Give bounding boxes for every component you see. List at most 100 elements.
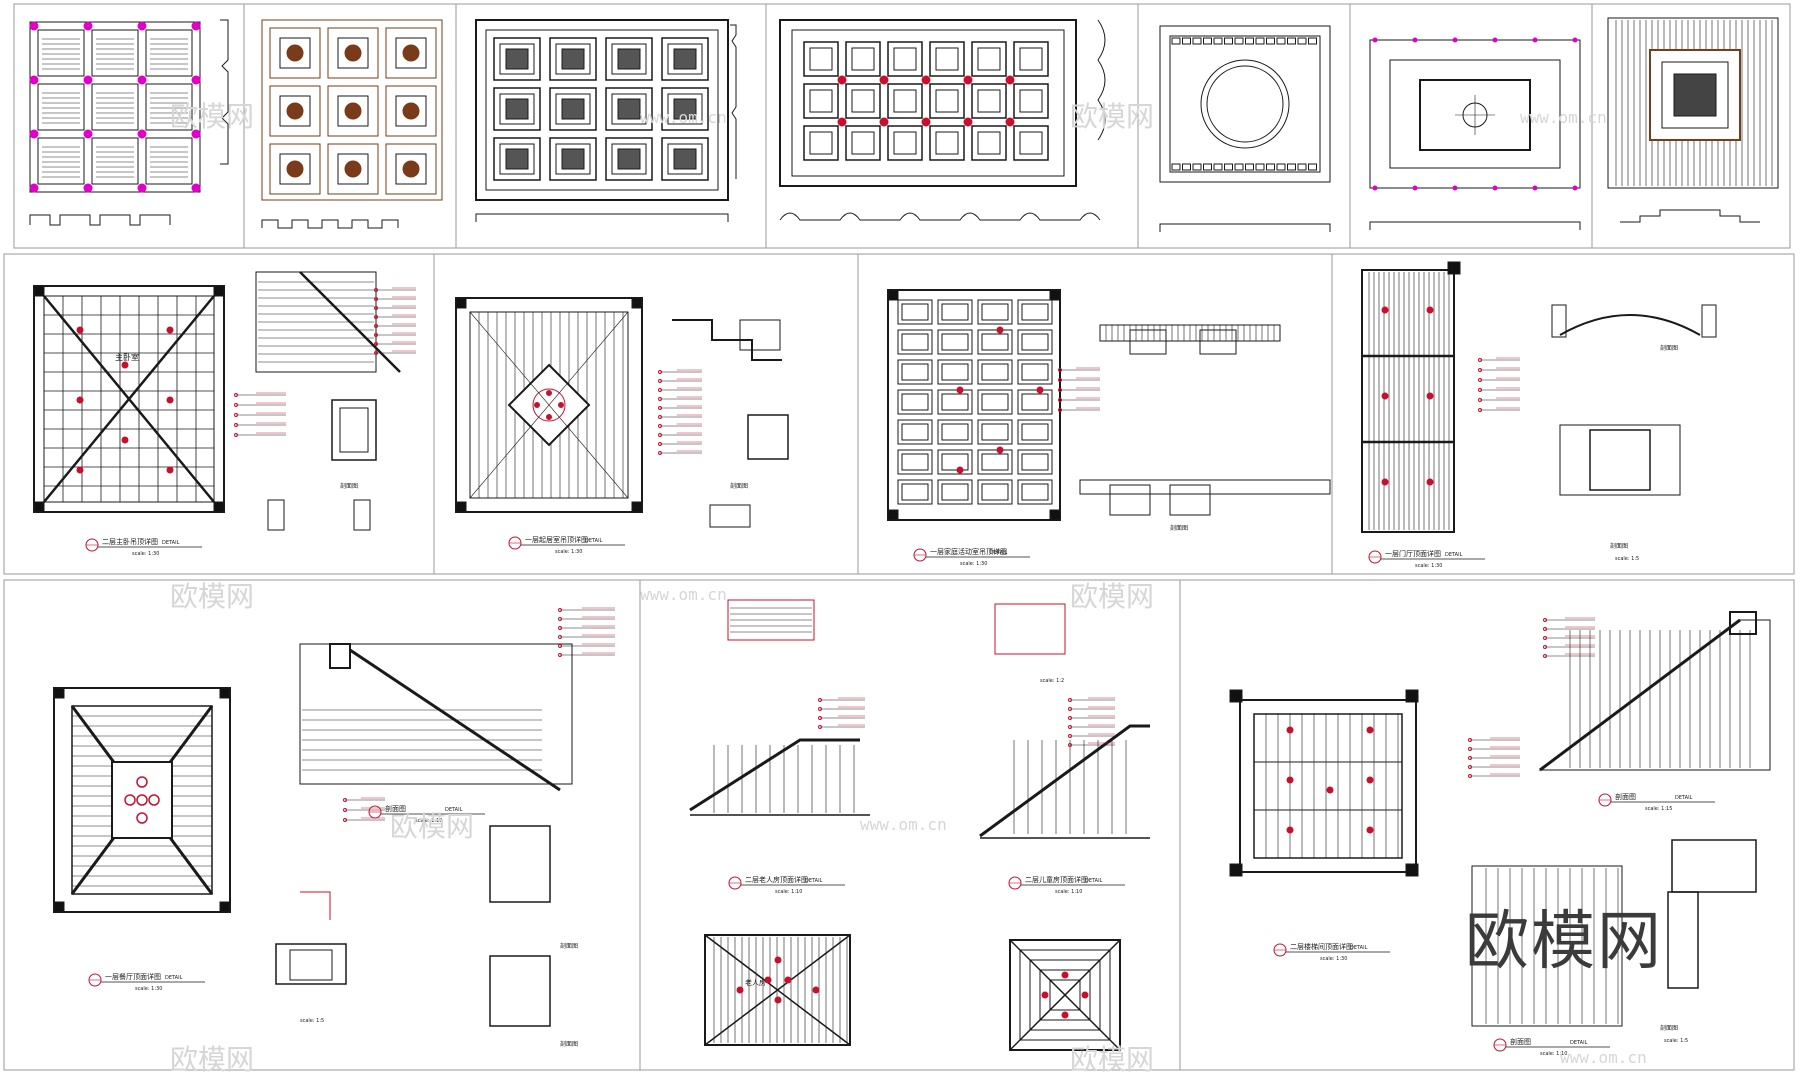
ceiling-outline	[1159, 25, 1331, 183]
annotation-dot	[1478, 378, 1482, 382]
coffer-inner	[1019, 89, 1043, 113]
ceiling-panel-inner	[941, 333, 969, 351]
ceiling-rosette	[286, 160, 304, 178]
ceiling-panel	[1017, 449, 1053, 475]
annotation-dot	[234, 403, 238, 407]
ceiling-outline	[779, 19, 1077, 187]
ceiling-inner	[485, 29, 719, 191]
light-fixture-marker	[1366, 726, 1374, 734]
light-fixture-marker	[1381, 392, 1389, 400]
ceiling-panel	[1017, 419, 1053, 445]
fretwork	[1234, 163, 1244, 171]
fretwork	[1203, 163, 1212, 171]
annotation-dot	[818, 725, 822, 729]
annotation-dot	[234, 433, 238, 437]
annotation-dot	[1543, 645, 1547, 649]
coffer-panel	[661, 37, 709, 81]
coffer-inner	[977, 89, 1001, 113]
annotation-dot	[374, 297, 378, 301]
light-fixture-marker	[534, 402, 540, 408]
ceiling-tier	[1049, 979, 1081, 1011]
ceiling-node	[137, 21, 147, 31]
annotation-dot	[374, 306, 378, 310]
column	[1229, 689, 1243, 703]
panel-frame	[3, 579, 641, 1071]
column	[1405, 689, 1419, 703]
ceiling-panel	[937, 419, 973, 445]
coffer-panel	[1013, 125, 1049, 161]
coffer-inner	[667, 143, 703, 175]
light-fixture-marker	[963, 117, 973, 127]
coffer-core	[673, 48, 697, 70]
coffer-panel	[385, 85, 437, 137]
coffer-inner	[809, 131, 833, 155]
drawing-detail-tag: DETAIL	[585, 538, 603, 544]
light-fixture-marker	[1005, 75, 1015, 85]
ceiling-panel-inner	[1021, 363, 1049, 381]
annotation-dot	[1468, 774, 1472, 778]
coffer-panel	[327, 85, 379, 137]
light-fixture-marker	[546, 414, 552, 420]
light-fixture-marker	[1381, 478, 1389, 486]
annotation-dot	[374, 324, 378, 328]
annotation-dot	[558, 653, 562, 657]
dimension-node	[1572, 37, 1578, 43]
ceiling-core	[1673, 73, 1717, 117]
ceiling-node	[137, 183, 147, 193]
section-profile	[1538, 619, 1771, 771]
coffer-inner	[395, 95, 427, 127]
drawing-title: 剖面图	[385, 804, 406, 813]
column	[631, 297, 643, 309]
coffer-inner	[395, 153, 427, 185]
fretwork	[1224, 163, 1233, 171]
fretwork	[1297, 163, 1307, 171]
annotation-dot	[234, 423, 238, 427]
annotation-dot	[1068, 716, 1072, 720]
coffer-inner	[977, 47, 1001, 71]
ceiling-outline	[1607, 17, 1779, 189]
ceiling-rosette	[402, 44, 420, 62]
ceiling-panel	[977, 449, 1013, 475]
light-fixture-marker	[837, 117, 847, 127]
ceiling-panel	[977, 389, 1013, 415]
annotation-dot	[1068, 707, 1072, 711]
column	[213, 501, 225, 513]
annotation-dot	[1068, 725, 1072, 729]
ceiling-panel	[897, 389, 933, 415]
coffer-panel	[971, 125, 1007, 161]
detail-box	[1199, 329, 1237, 355]
ceiling-panel-inner	[941, 363, 969, 381]
annotation-dot	[343, 798, 347, 802]
column	[1447, 261, 1461, 275]
ceiling-panel-inner	[941, 453, 969, 471]
drawing-scale: scale: 1:10	[1055, 889, 1082, 895]
coffer-inner	[809, 89, 833, 113]
coffer-panel	[269, 143, 321, 195]
drawing-title: 剖面图	[1510, 1037, 1531, 1046]
ceiling-panel-inner	[901, 303, 929, 321]
coffer-panel	[145, 83, 193, 131]
annotation-dot	[1478, 398, 1482, 402]
coffer-inner	[851, 131, 875, 155]
chandelier-marker	[136, 794, 148, 806]
light-fixture-marker	[1005, 117, 1015, 127]
coffer-panel	[929, 41, 965, 77]
column	[1049, 289, 1061, 301]
coffer-panel	[385, 27, 437, 79]
ceiling-inner	[43, 295, 215, 503]
annotation-dot	[1068, 743, 1072, 747]
ceiling-outline	[475, 19, 729, 201]
dimension-node	[1372, 37, 1378, 43]
ceiling-inner	[791, 29, 1065, 177]
section-title: 剖面图	[1660, 1024, 1678, 1032]
light-fixture-marker	[121, 361, 129, 369]
drawing-scale: scale: 1:5	[1664, 1038, 1688, 1044]
coffer-panel	[269, 85, 321, 137]
ceiling-inner	[1253, 713, 1403, 859]
coffer-inner	[279, 95, 311, 127]
light-fixture-marker	[1326, 786, 1334, 794]
room-label: 主卧室	[115, 352, 139, 362]
coffer-core	[617, 48, 641, 70]
ceiling-node	[137, 75, 147, 85]
annotation-dot	[658, 397, 662, 401]
